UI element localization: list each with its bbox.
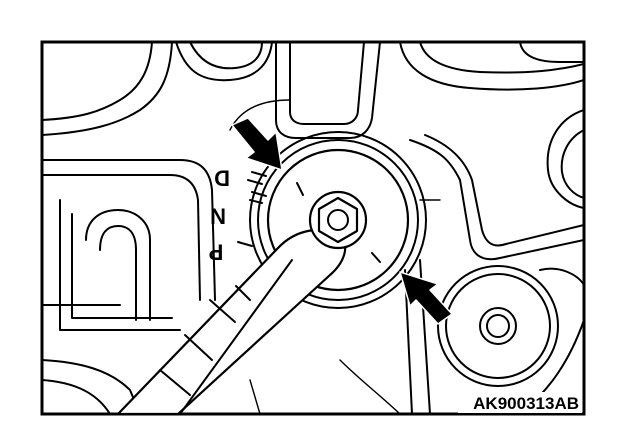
position-label-n: N: [210, 204, 226, 229]
arrow-upper-left-icon: [231, 117, 283, 171]
figure-code: AK900313AB: [473, 394, 579, 413]
figure-code-backdrop: [458, 392, 582, 413]
position-label-d: D: [214, 166, 230, 191]
housing-drawing: [42, 42, 584, 414]
arrow-lower-right-icon: [399, 271, 453, 325]
position-label-p: P: [209, 240, 224, 265]
